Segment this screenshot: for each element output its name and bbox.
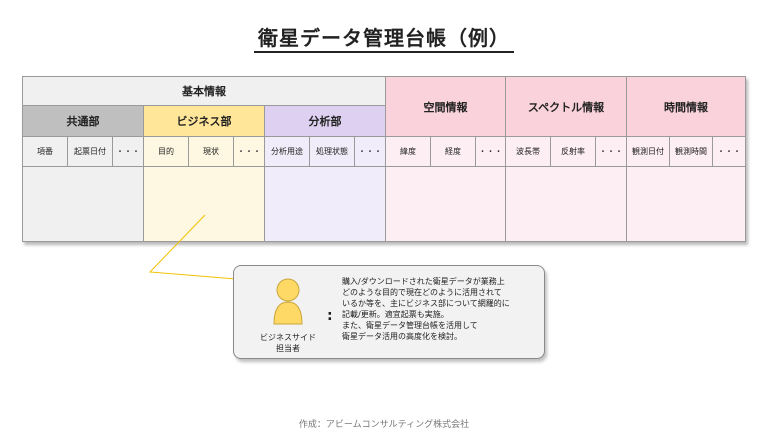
field-analysis-use: 分析用途	[265, 137, 310, 167]
callout-colon: :	[327, 308, 333, 324]
field-more-business: ・・・	[234, 137, 265, 167]
field-issue-date: 起票日付	[68, 137, 113, 167]
person-icon	[273, 278, 303, 325]
callout-text: 購入/ダウンロードされた衛星データが業務上 どのような目的で現在どのように活用さ…	[342, 277, 510, 341]
field-obs-date: 観測日付	[627, 137, 670, 167]
field-wavelength: 波長帯	[506, 137, 551, 167]
role-label: ビジネスサイド 担当者	[260, 333, 316, 353]
field-more-space: ・・・	[476, 137, 506, 167]
header-common: 共通部	[23, 106, 144, 137]
body-common	[23, 167, 144, 241]
field-processing-state: 処理状態	[310, 137, 355, 167]
header-business: ビジネス部	[144, 106, 265, 137]
field-more-common: ・・・	[113, 137, 144, 167]
ledger-table: 基本情報 空間情報 スペクトル情報 時間情報 共通部 ビジネス部 分析部 項番 …	[22, 76, 746, 242]
field-obs-time: 観測時間	[670, 137, 713, 167]
body-spectral	[506, 167, 627, 241]
field-item-no: 項番	[23, 137, 68, 167]
field-more-spectral: ・・・	[596, 137, 627, 167]
credit-text: 作成：アビームコンサルティング株式会社	[298, 420, 470, 430]
field-more-analysis: ・・・	[355, 137, 386, 167]
field-purpose: 目的	[144, 137, 189, 167]
field-latitude: 緯度	[386, 137, 431, 167]
field-longitude: 経度	[431, 137, 476, 167]
field-reflectance: 反射率	[551, 137, 596, 167]
body-analysis	[265, 167, 386, 241]
callout-box: ビジネスサイド 担当者 : 購入/ダウンロードされた衛星データが業務上 どのよう…	[233, 265, 545, 359]
field-status: 現状	[189, 137, 234, 167]
header-basic-info: 基本情報	[23, 77, 386, 106]
body-time	[627, 167, 745, 241]
body-business	[144, 167, 265, 241]
header-spectral-info: スペクトル情報	[506, 77, 627, 137]
header-analysis: 分析部	[265, 106, 386, 137]
field-more-time: ・・・	[713, 137, 745, 167]
body-space	[386, 167, 506, 241]
header-time-info: 時間情報	[627, 77, 745, 137]
page-title: 衛星データ管理台帳（例）	[0, 22, 768, 53]
header-space-info: 空間情報	[386, 77, 506, 137]
